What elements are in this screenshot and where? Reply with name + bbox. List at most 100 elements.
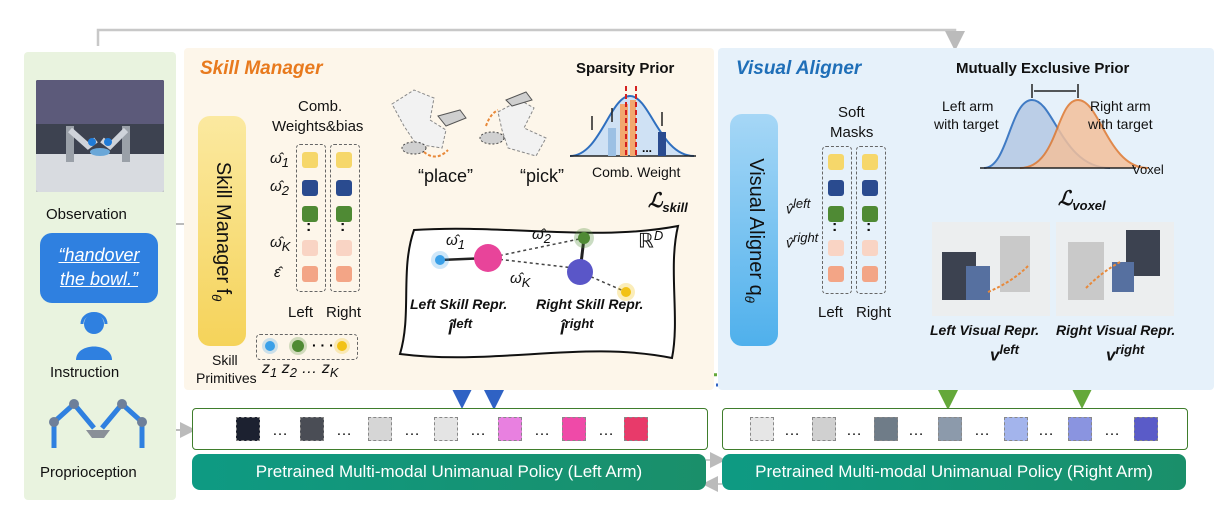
z-labels: z1 z2 … zK bbox=[262, 360, 339, 381]
masks-right-label: Right bbox=[856, 304, 892, 321]
left-weight-dots: : bbox=[306, 218, 312, 235]
svg-text:...: ... bbox=[642, 141, 652, 155]
skill-manager-box-sub: θ bbox=[209, 293, 225, 301]
right-voxel-render bbox=[1056, 222, 1174, 316]
left-skill-repr-label: Left Skill Repr. bbox=[410, 296, 508, 312]
instruction-line-2: the bowl.” bbox=[59, 269, 139, 289]
left-mask-cell bbox=[828, 266, 844, 282]
token-ellipsis: … bbox=[470, 422, 486, 439]
token-cube bbox=[874, 417, 898, 441]
instruction-line-1: “handover bbox=[58, 245, 140, 265]
weight-2-label: ω̂2 bbox=[270, 178, 289, 198]
right-mask-cell bbox=[862, 206, 878, 222]
manifold-w2-label: ω̂2 bbox=[532, 226, 551, 246]
bias-label: ε̂ bbox=[274, 264, 281, 281]
left-weight-cell bbox=[302, 180, 318, 196]
left-mask-cell bbox=[828, 180, 844, 196]
left-weight-cell bbox=[302, 152, 318, 168]
v-left-label: v̂left bbox=[786, 196, 811, 217]
visual-aligner-box-sub: θ bbox=[741, 295, 757, 303]
masks-left-label: Left bbox=[818, 304, 844, 321]
token-cube bbox=[300, 417, 324, 441]
right-weight-cell bbox=[336, 152, 352, 168]
token-cube bbox=[434, 417, 458, 441]
right-skill-repr-label: Right Skill Repr. bbox=[536, 296, 644, 312]
token-ellipsis: … bbox=[974, 422, 990, 439]
left-mask-dots: : bbox=[832, 218, 838, 235]
user-headset-icon bbox=[76, 312, 112, 360]
right-mask-cell bbox=[862, 154, 878, 170]
token-cube bbox=[368, 417, 392, 441]
manifold-wk-label: ω̂K bbox=[510, 270, 531, 290]
right-arm-label-2: with target bbox=[1088, 116, 1153, 132]
left-voxel-render bbox=[932, 222, 1050, 316]
manifold-w1-label: ω̂1 bbox=[446, 232, 465, 252]
token-ellipsis: … bbox=[598, 422, 614, 439]
skill-manager-title: Skill Manager bbox=[200, 58, 323, 79]
token-cube bbox=[1068, 417, 1092, 441]
token-cube bbox=[1134, 417, 1158, 441]
weights-header-2: Weights&bias bbox=[272, 118, 364, 135]
token-cube bbox=[1004, 417, 1028, 441]
left-weight-cell bbox=[302, 206, 318, 222]
sparsity-prior-plot: ... bbox=[569, 86, 696, 157]
right-mask-cell bbox=[862, 240, 878, 256]
visual-aligner-box: Visual Aligner qθ bbox=[730, 114, 778, 346]
right-weights-column bbox=[330, 144, 360, 292]
robot-arms-icon bbox=[49, 399, 147, 448]
left-weight-cell bbox=[302, 266, 318, 282]
visual-aligner-box-label: Visual Aligner q bbox=[744, 157, 767, 296]
left-weights-column bbox=[296, 144, 326, 292]
right-token-strip bbox=[722, 408, 1188, 450]
skill-manifold bbox=[398, 224, 680, 360]
right-weight-cell bbox=[336, 180, 352, 196]
instruction-bubble: “handover the bowl.” bbox=[40, 233, 158, 303]
left-arm-policy: Pretrained Multi-modal Unimanual Policy … bbox=[192, 454, 706, 490]
right-weight-dots: : bbox=[340, 218, 346, 235]
observation-label: Observation bbox=[46, 206, 127, 223]
rd-label: ℝD bbox=[638, 228, 664, 253]
observation-image bbox=[36, 80, 164, 192]
left-weight-cell bbox=[302, 240, 318, 256]
skill-primitives-label-2: Primitives bbox=[196, 370, 257, 386]
left-mask-cell bbox=[828, 206, 844, 222]
token-ellipsis: … bbox=[846, 422, 862, 439]
mutually-exclusive-plot bbox=[980, 84, 1149, 169]
token-ellipsis: … bbox=[534, 422, 550, 439]
left-arm-label-1: Left arm bbox=[942, 98, 994, 114]
soft-masks-label-1: Soft bbox=[838, 104, 865, 121]
sparsity-prior-title: Sparsity Prior bbox=[576, 60, 675, 77]
place-pick-illustration bbox=[391, 89, 547, 158]
token-cube bbox=[236, 417, 260, 441]
right-visual-repr-label: Right Visual Repr. bbox=[1056, 322, 1176, 338]
place-label: “place” bbox=[418, 166, 474, 186]
comb-weight-label: Comb. Weight bbox=[592, 164, 681, 180]
token-cube bbox=[498, 417, 522, 441]
weight-k-label: ω̂K bbox=[270, 234, 291, 254]
token-cube bbox=[624, 417, 648, 441]
token-ellipsis: … bbox=[404, 422, 420, 439]
right-weight-cell bbox=[336, 206, 352, 222]
right-mask-dots: : bbox=[866, 218, 872, 235]
right-mask-cell bbox=[862, 180, 878, 196]
weights-right-label: Right bbox=[326, 304, 362, 321]
weight-1-label: ω̂1 bbox=[270, 150, 289, 170]
instruction-label: Instruction bbox=[50, 364, 120, 381]
v-left-out-label: vleft bbox=[990, 342, 1019, 365]
l-left-label: l̂left bbox=[448, 316, 473, 339]
pick-label: “pick” bbox=[520, 166, 564, 186]
voxel-loss-label: ℒvoxel bbox=[1058, 188, 1106, 213]
right-weight-cell bbox=[336, 240, 352, 256]
right-arm-label-1: Right arm bbox=[1090, 98, 1151, 114]
soft-masks-label-2: Masks bbox=[830, 124, 874, 141]
token-ellipsis: … bbox=[336, 422, 352, 439]
right-arm-policy: Pretrained Multi-modal Unimanual Policy … bbox=[722, 454, 1186, 490]
left-visual-repr-label: Left Visual Repr. bbox=[930, 322, 1040, 338]
skill-loss-label: ℒskill bbox=[648, 190, 688, 215]
left-mask-column bbox=[822, 146, 852, 294]
left-mask-cell bbox=[828, 154, 844, 170]
left-mask-cell bbox=[828, 240, 844, 256]
skill-manager-box: Skill Manager fθ bbox=[198, 116, 246, 346]
weights-header-1: Comb. bbox=[298, 98, 343, 115]
token-ellipsis: … bbox=[1038, 422, 1054, 439]
